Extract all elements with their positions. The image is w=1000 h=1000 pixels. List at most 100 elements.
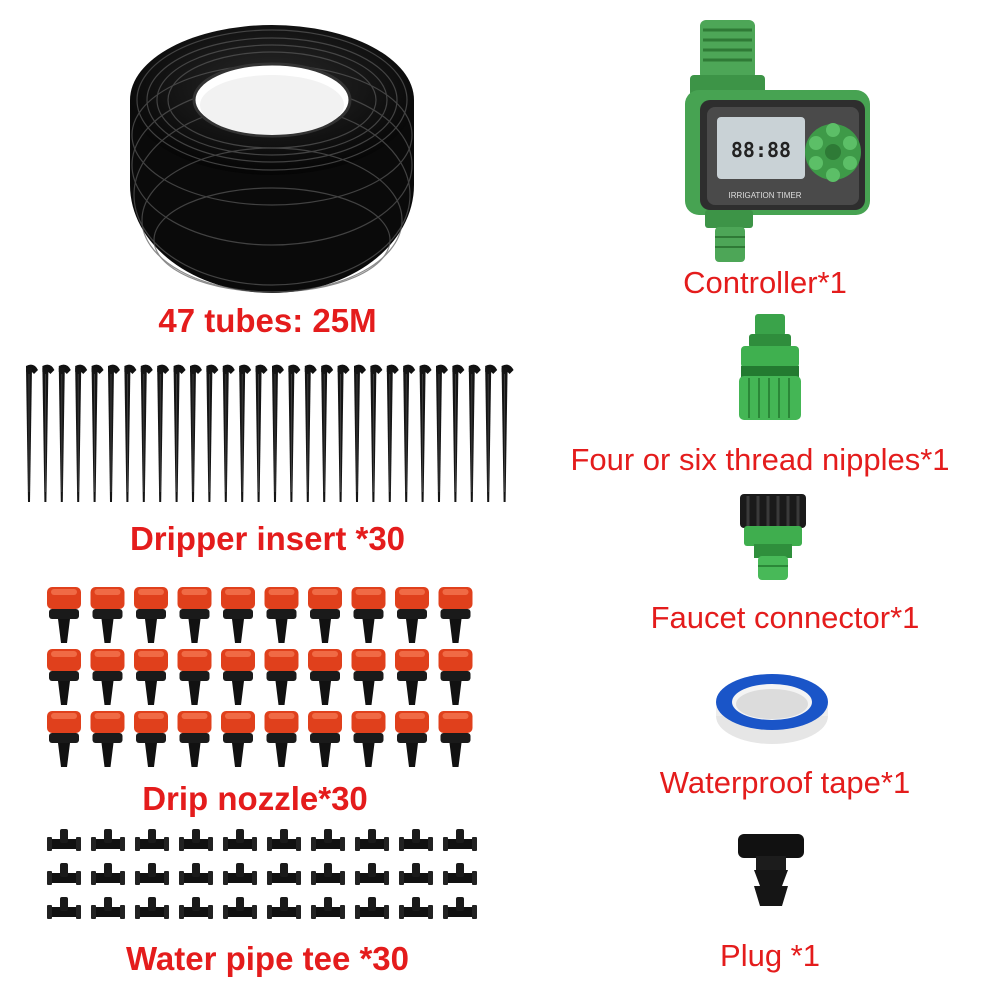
pipe-tee [399, 897, 433, 919]
thread-nipple-image [735, 312, 805, 424]
drip-nozzle [134, 587, 168, 643]
drip-nozzle [177, 587, 212, 643]
dripper-stake [190, 364, 202, 502]
dripper-stake [370, 364, 383, 502]
controller-button[interactable] [826, 168, 840, 182]
drip-nozzle [221, 711, 255, 767]
pipe-tee [399, 863, 433, 885]
dripper-stake [436, 364, 448, 502]
dripper-stake [157, 364, 170, 502]
pipe-tee [223, 897, 257, 919]
pipe-tee [443, 829, 477, 851]
dripper-stake [354, 364, 366, 502]
controller-screen-text: 88:88 [731, 138, 791, 162]
dripper-stake-icon [26, 364, 514, 502]
pipe-tee [443, 863, 477, 885]
controller-button[interactable] [843, 136, 857, 150]
dripper-stake [501, 364, 514, 502]
dripper-stake [124, 364, 137, 502]
tape-roll-icon [716, 674, 828, 744]
dripper-stake [304, 364, 317, 502]
waterproof-tape-label: Waterproof tape*1 [659, 765, 911, 800]
pipe-tee [135, 863, 169, 885]
plug-image [736, 830, 806, 910]
tube-coil-icon [130, 25, 414, 293]
dripper-stake [42, 364, 55, 502]
drip-nozzle [395, 711, 429, 767]
pipe-tee [47, 863, 81, 885]
controller-button[interactable] [826, 123, 840, 137]
irrigation-timer-icon: 88:88 IRRIGATION TIMER [685, 20, 870, 262]
faucet-connector-label: Faucet connector*1 [650, 600, 920, 635]
drip-nozzle-label: Drip nozzle*30 [142, 780, 368, 817]
drip-nozzle [90, 649, 125, 705]
pipe-tee [311, 863, 345, 885]
pipe-tee [311, 897, 345, 919]
drip-nozzle [264, 587, 299, 643]
drip-nozzle [351, 711, 386, 767]
dripper-stake [140, 364, 153, 502]
controller-button[interactable] [809, 136, 823, 150]
pipe-tee [267, 863, 301, 885]
pipe-tee [91, 897, 125, 919]
pipe-tee [355, 829, 389, 851]
dripper-stake [419, 364, 432, 502]
thread-nipple-icon [739, 314, 801, 420]
plug-label: Plug *1 [720, 938, 820, 973]
dripper-stake [173, 364, 186, 502]
tube-coil-image [125, 15, 420, 300]
dripper-stake [75, 364, 88, 502]
pipe-tee [179, 829, 213, 851]
dripper-stake [288, 364, 301, 502]
pipe-tee [267, 829, 301, 851]
pipe-tee [355, 897, 389, 919]
dripper-stake [452, 364, 465, 502]
drip-nozzle [351, 587, 386, 643]
dripper-stake [222, 364, 235, 502]
controller-button[interactable] [809, 156, 823, 170]
pipe-tee [355, 863, 389, 885]
thread-nipple-label: Four or six thread nipples*1 [570, 442, 950, 477]
dripper-stake [206, 364, 219, 502]
drip-nozzle [90, 711, 125, 767]
waterproof-tape-image [712, 668, 832, 748]
drip-nozzle-icon [47, 587, 473, 767]
pipe-tee [91, 863, 125, 885]
controller-button[interactable] [843, 156, 857, 170]
controller-label: Controller*1 [683, 265, 847, 300]
dripper-stake [58, 364, 71, 502]
drip-nozzle [264, 711, 299, 767]
controller-button[interactable] [825, 144, 841, 160]
pipe-tee [179, 863, 213, 885]
drip-nozzle [90, 587, 125, 643]
drip-nozzle [177, 711, 212, 767]
controller-brand-text: IRRIGATION TIMER [728, 191, 801, 200]
drip-nozzle [264, 649, 299, 705]
drip-nozzle [47, 587, 81, 643]
drip-nozzle [134, 711, 168, 767]
pipe-tee [135, 897, 169, 919]
drip-nozzle [308, 587, 342, 643]
pipe-tee [443, 897, 477, 919]
pipe-tee-label: Water pipe tee *30 [125, 940, 410, 977]
drip-nozzle [47, 711, 81, 767]
drip-nozzle [47, 649, 81, 705]
drip-nozzle [395, 649, 429, 705]
dripper-stake [468, 364, 481, 502]
drip-nozzle [221, 587, 255, 643]
drip-nozzle [308, 711, 342, 767]
pipe-tee [47, 897, 81, 919]
drip-nozzle [177, 649, 212, 705]
pipe-tee [267, 897, 301, 919]
pipe-tee [399, 829, 433, 851]
dripper-insert-label: Dripper insert *30 [129, 520, 406, 557]
dripper-stake [321, 364, 334, 502]
controller-image: 88:88 IRRIGATION TIMER [675, 15, 875, 265]
dripper-stake [337, 364, 350, 502]
drip-nozzle [438, 649, 473, 705]
drip-nozzle [308, 649, 342, 705]
faucet-connector-image [738, 492, 808, 582]
dripper-stake [239, 364, 252, 502]
drip-nozzle-image [45, 585, 480, 775]
pipe-tee [47, 829, 81, 851]
